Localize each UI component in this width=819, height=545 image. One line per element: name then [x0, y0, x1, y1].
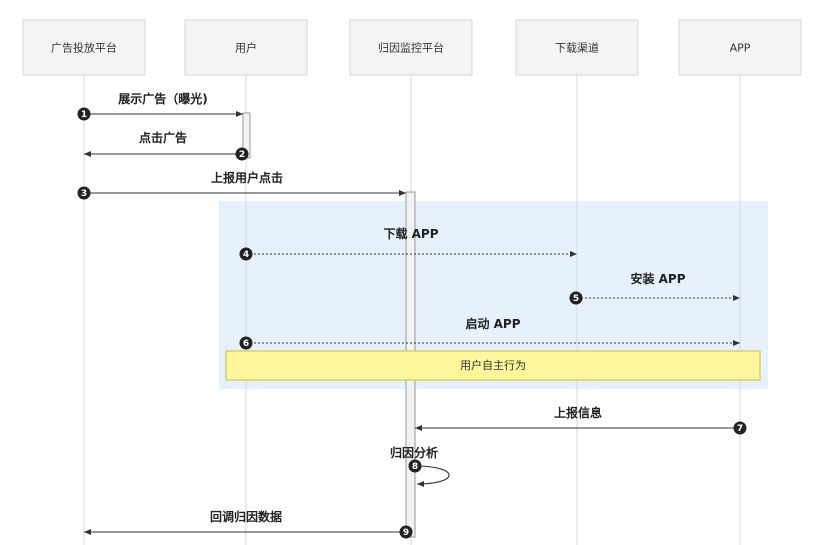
step-number: 5	[573, 294, 579, 304]
message-label: 上报信息	[554, 405, 602, 420]
self-message-loop	[414, 465, 450, 487]
note-text: 用户自主行为	[460, 358, 526, 372]
message-2: 点击广告 2	[84, 130, 249, 161]
message-label: 回调归因数据	[210, 509, 282, 524]
step-badge: 1	[77, 107, 91, 121]
actor-attr: 归因监控平台	[349, 19, 473, 76]
step-badge: 4	[239, 247, 253, 261]
step-number: 8	[412, 462, 418, 472]
message-label: 安装 APP	[630, 271, 685, 286]
actor-app: APP	[678, 19, 802, 76]
step-badge: 6	[239, 336, 253, 350]
step-number: 7	[737, 424, 743, 434]
message-4: 下载 APP 4	[239, 226, 577, 261]
message-label: 归因分析	[390, 445, 438, 460]
step-number: 2	[239, 150, 245, 160]
message-8: 归因分析 8	[390, 445, 450, 487]
step-badge: 9	[399, 525, 413, 539]
step-number: 9	[403, 528, 409, 538]
message-6: 启动 APP 6	[239, 316, 740, 350]
actor-label: 广告投放平台	[51, 41, 117, 55]
message-label: 点击广告	[139, 130, 187, 145]
message-5: 安装 APP 5	[569, 271, 740, 305]
step-badge: 8	[408, 459, 422, 473]
actor-label: 下载渠道	[555, 41, 599, 55]
message-label: 上报用户点击	[211, 170, 283, 185]
message-label: 下载 APP	[383, 226, 438, 241]
actor-dl: 下载渠道	[515, 19, 639, 76]
actor-label: 用户	[235, 41, 257, 55]
user-behavior-note: 用户自主行为	[225, 350, 761, 381]
actor-user: 用户	[184, 19, 308, 76]
step-badge: 3	[77, 186, 91, 200]
actor-ad: 广告投放平台	[22, 19, 146, 76]
message-3: 上报用户点击 3	[77, 170, 406, 200]
step-number: 6	[243, 339, 249, 349]
message-9: 回调归因数据 9	[84, 509, 413, 539]
message-label: 启动 APP	[465, 316, 520, 331]
step-number: 4	[243, 250, 249, 260]
actor-label: APP	[730, 42, 751, 55]
actor-label: 归因监控平台	[378, 41, 444, 55]
step-number: 1	[81, 110, 87, 120]
message-7: 上报信息 7	[415, 405, 747, 435]
message-1: 展示广告（曝光) 1	[77, 91, 243, 121]
message-label: 展示广告（曝光)	[118, 91, 208, 106]
step-badge: 7	[733, 421, 747, 435]
step-badge: 2	[235, 147, 249, 161]
step-number: 3	[81, 189, 87, 199]
step-badge: 5	[569, 291, 583, 305]
